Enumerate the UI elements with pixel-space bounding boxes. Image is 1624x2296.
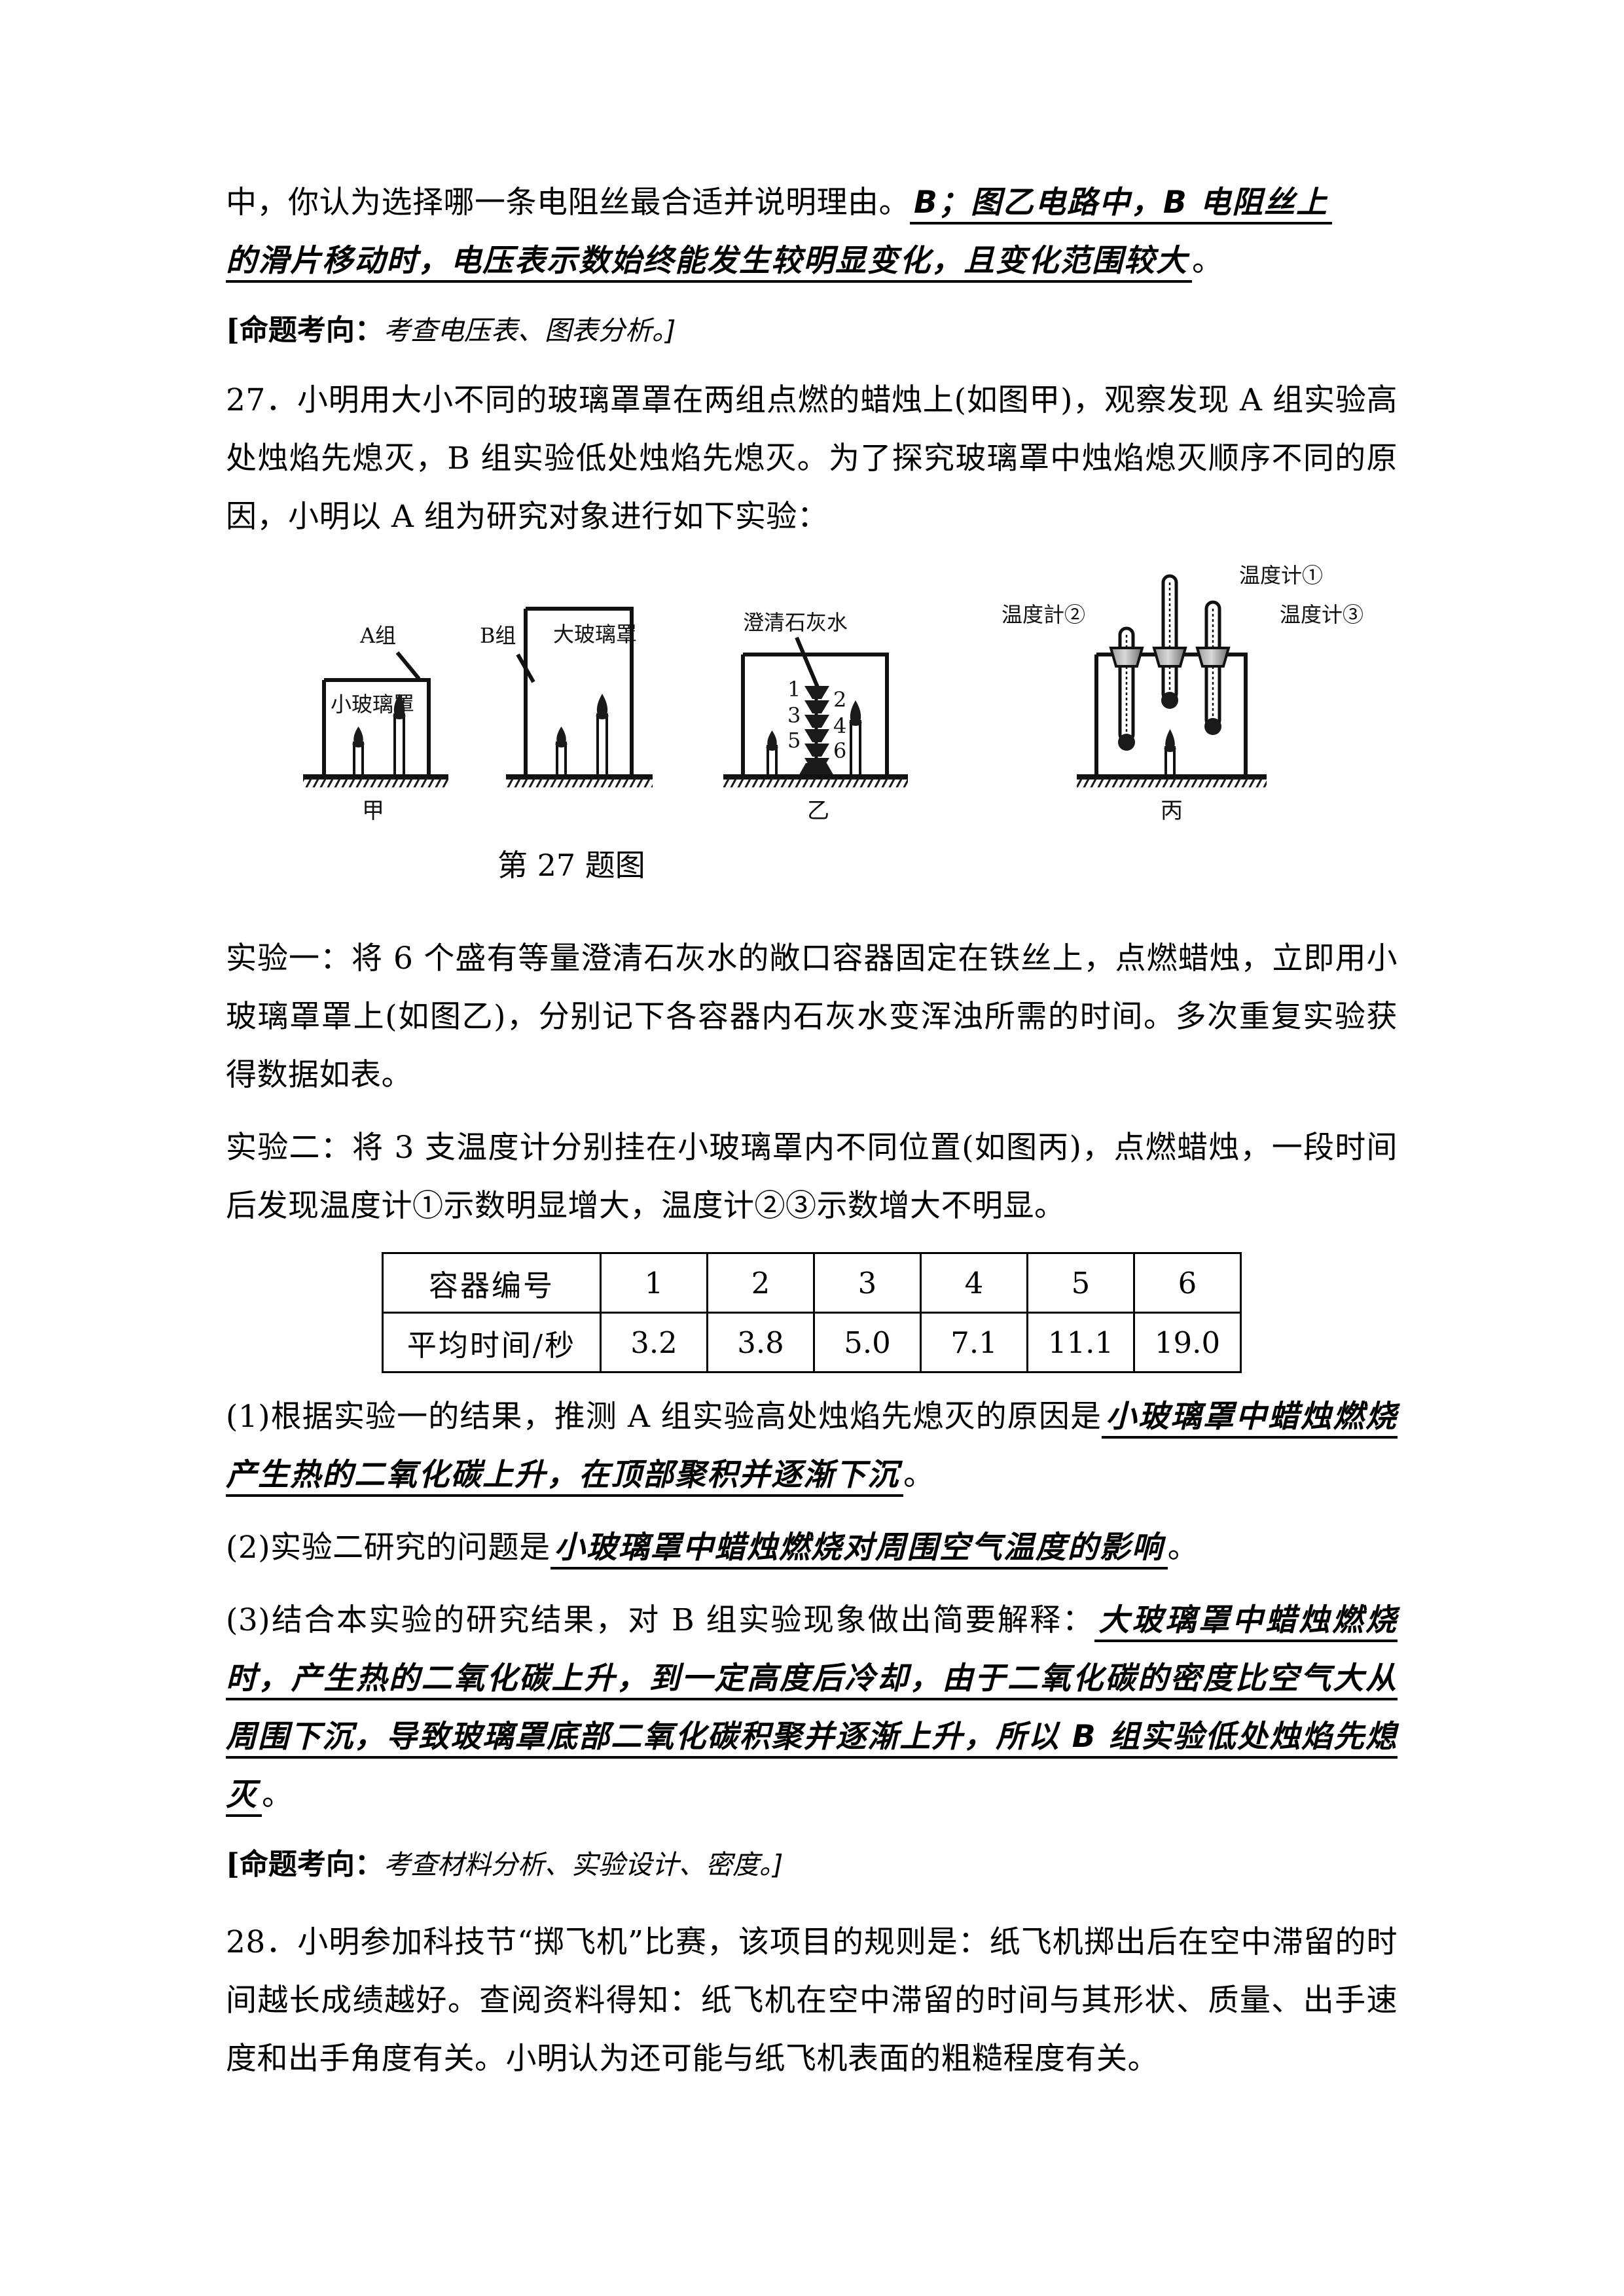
- q27-sub3-period: 。: [262, 1777, 293, 1813]
- table-cell-container-6: 6: [1133, 1252, 1242, 1314]
- label-panel-yi: 乙: [807, 798, 829, 824]
- table-row-header-time: 平均时间/秒: [382, 1312, 602, 1373]
- q27-sub3-prompt: (3)结合本实验的研究结果，对 B 组实验现象做出简要解释：: [226, 1602, 1095, 1638]
- container-number-6: 6: [833, 738, 846, 763]
- q27-data-table-wrapper: 容器编号 1 2 3 4 5 6 平均时间/秒 3.2 3.8 5.0 7.1 …: [226, 1252, 1398, 1373]
- q27-figure: A组 小玻璃罩 甲 B组 大玻璃罩: [226, 558, 1398, 839]
- label-b-group: B组: [480, 623, 516, 648]
- q27-sub1-answer-blank: 小玻璃罩中蜡烛燃烧产生热的二氧化碳上升，在顶部聚积并逐渐下沉: [226, 1399, 1398, 1497]
- q26-lead-text: 中，你认为选择哪一条电阻丝最合适并说明理由。: [226, 185, 910, 221]
- q28-stem-text: 小明参加科技节“掷飞机”比赛，该项目的规则是：纸飞机掷出后在空中滞留的时间越长成…: [226, 1924, 1398, 2077]
- q27-experiment-1: 实验一：将 6 个盛有等量澄清石灰水的敞口容器固定在铁丝上，点燃蜡烛，立即用小玻…: [226, 941, 1398, 1093]
- table-cell-container-2: 2: [706, 1252, 815, 1314]
- q27-exam-note-label: [命题考向：: [226, 1848, 384, 1881]
- q26-period: 。: [1192, 243, 1223, 279]
- table-cell-time-3: 5.0: [813, 1312, 922, 1373]
- q27-data-table: 容器编号 1 2 3 4 5 6 平均时间/秒 3.2 3.8 5.0 7.1 …: [382, 1252, 1242, 1373]
- q27-figure-caption: 第 27 题图: [497, 848, 645, 883]
- q27-sub2-prompt: (2)实验二研究的问题是: [226, 1530, 550, 1566]
- q27-exam-note-text: 考查材料分析、实验设计、密度。]: [383, 1849, 784, 1880]
- q27-stem-paragraph: 27．小明用大小不同的玻璃罩罩在两组点燃的蜡烛上(如图甲)，观察发现 A 组实验…: [226, 371, 1398, 546]
- q27-stem-text: 小明用大小不同的玻璃罩罩在两组点燃的蜡烛上(如图甲)，观察发现 A 组实验高处烛…: [226, 382, 1398, 535]
- table-row-header-container: 容器编号: [382, 1252, 602, 1314]
- q28-stem-paragraph: 28．小明参加科技节“掷飞机”比赛，该项目的规则是：纸飞机掷出后在空中滞留的时间…: [226, 1913, 1398, 2088]
- q26-answer-blank-line2: 的滑片移动时，电压表示数始终能发生较明显变化，且变化范围较大: [226, 243, 1192, 283]
- table-cell-time-1: 3.2: [600, 1312, 708, 1373]
- container-number-2: 2: [833, 687, 846, 712]
- table-cell-container-5: 5: [1026, 1252, 1135, 1314]
- q26-tail-paragraph: 中，你认为选择哪一条电阻丝最合适并说明理由。B；图乙电路中，B 电阻丝上的滑片移…: [226, 173, 1398, 290]
- label-large-cover: 大玻璃罩: [553, 622, 637, 647]
- table-cell-time-2: 3.8: [706, 1312, 815, 1373]
- q27-sub2-period: 。: [1167, 1530, 1199, 1566]
- q26-answer-blank-line1: B；图乙电路中，B 电阻丝上: [910, 185, 1333, 224]
- table-cell-container-4: 4: [920, 1252, 1028, 1314]
- q28-number: 28．: [226, 1924, 298, 1960]
- label-panel-bing: 丙: [1161, 798, 1183, 824]
- label-thermometer-2: 温度計②: [1001, 602, 1085, 627]
- q27-sub3: (3)结合本实验的研究结果，对 B 组实验现象做出简要解释：大玻璃罩中蜡烛燃烧时…: [226, 1591, 1398, 1824]
- table-cell-container-1: 1: [600, 1252, 708, 1314]
- q27-number: 27．: [226, 382, 297, 418]
- label-limewater: 澄清石灰水: [743, 610, 848, 635]
- table-cell-container-3: 3: [813, 1252, 922, 1314]
- container-number-1: 1: [787, 677, 801, 702]
- table-row: 平均时间/秒 3.2 3.8 5.0 7.1 11.1 19.0: [382, 1312, 1242, 1373]
- q27-sub1-prompt: (1)根据实验一的结果，推测 A 组实验高处烛焰先熄灭的原因是: [226, 1399, 1102, 1435]
- table-cell-time-5: 11.1: [1026, 1312, 1135, 1373]
- table-row: 容器编号 1 2 3 4 5 6: [382, 1252, 1242, 1314]
- label-panel-jia: 甲: [362, 798, 384, 824]
- q27-sub2: (2)实验二研究的问题是小玻璃罩中蜡烛燃烧对周围空气温度的影响。: [226, 1518, 1398, 1577]
- q27-sub1: (1)根据实验一的结果，推测 A 组实验高处烛焰先熄灭的原因是小玻璃罩中蜡烛燃烧…: [226, 1388, 1398, 1504]
- q27-sub3-answer-blank: 大玻璃罩中蜡烛燃烧时，产生热的二氧化碳上升，到一定高度后冷却，由于二氧化碳的密度…: [226, 1602, 1398, 1817]
- q26-exam-note: [命题考向：考查电压表、图表分析。]: [226, 304, 1398, 357]
- label-thermometer-1: 温度计①: [1239, 563, 1323, 588]
- q26-exam-note-text: 考查电压表、图表分析。]: [383, 315, 676, 346]
- page-content: 中，你认为选择哪一条电阻丝最合适并说明理由。B；图乙电路中，B 电阻丝上的滑片移…: [226, 173, 1398, 2088]
- q27-sub1-period: 。: [903, 1457, 935, 1493]
- container-number-3: 3: [787, 703, 801, 728]
- q27-figure-svg: A组 小玻璃罩 甲 B组 大玻璃罩: [303, 563, 1363, 824]
- label-a-group: A组: [359, 623, 396, 648]
- table-cell-time-4: 7.1: [920, 1312, 1028, 1373]
- q27-experiment-2: 实验二：将 3 支温度计分别挂在小玻璃罩内不同位置(如图丙)，点燃蜡烛，一段时间…: [226, 1130, 1398, 1224]
- container-number-5: 5: [787, 728, 801, 753]
- q27-sub2-answer-blank: 小玻璃罩中蜡烛燃烧对周围空气温度的影响: [550, 1530, 1168, 1570]
- label-thermometer-3: 温度计③: [1280, 602, 1363, 627]
- q27-exam-note: [命题考向：考查材料分析、实验设计、密度。]: [226, 1839, 1398, 1891]
- q26-exam-note-label: [命题考向：: [226, 314, 384, 347]
- table-cell-time-6: 19.0: [1133, 1312, 1242, 1373]
- container-number-4: 4: [833, 713, 846, 738]
